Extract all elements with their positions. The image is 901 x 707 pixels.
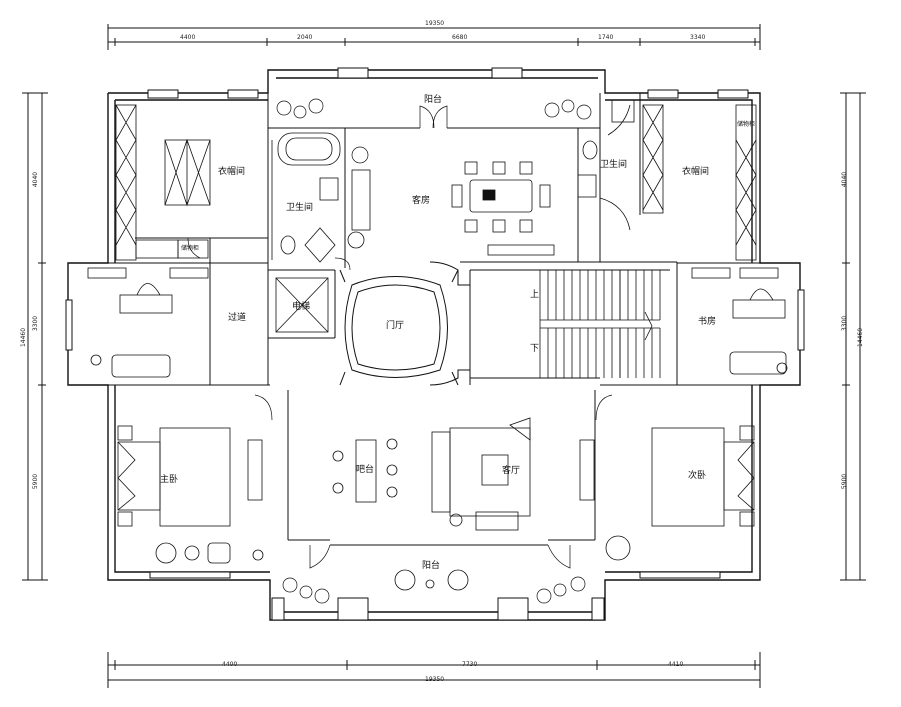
study-left-furniture [87,267,209,378]
outer-walls [67,69,801,621]
left-total-dimension: 14460 [20,327,28,348]
room-guest: 客房 [412,196,431,206]
room-master-bedroom: 主卧 [160,475,179,485]
top-dimension-4: 1740 [598,34,614,41]
stairs-down-label: 下 [530,344,540,354]
cabinet-label-left: 储物柜 [181,245,200,252]
left-dimension-lines [22,92,48,581]
right-dimension-1: 4040 [841,171,849,188]
staircase [539,270,661,378]
left-dimension-2: 3300 [32,315,40,332]
bottom-dimension-3: 4410 [668,661,684,668]
balcony-bottom-furniture [394,569,469,591]
wardrobe-right [642,104,757,261]
room-elevator: 电梯 [292,302,311,312]
bottom-total-dimension: 19350 [425,676,445,683]
top-dimension-lines [107,24,761,50]
cabinet-label-right: 储物柜 [737,121,756,128]
foyer-medallion [339,261,470,386]
bathroom-right-fixtures [577,99,635,231]
room-second-bedroom: 次卧 [688,471,707,481]
top-dimension-1: 4400 [180,34,196,41]
room-cloakroom-left: 衣帽间 [218,167,246,177]
room-cloakroom-right: 衣帽间 [682,167,710,177]
room-balcony-bottom: 阳台 [422,561,441,571]
bathroom-left-fixtures [271,132,341,263]
room-foyer: 门厅 [386,321,405,331]
room-bar: 吧台 [356,465,375,475]
bottom-dimension-lines [107,652,761,688]
stairs-up-label: 上 [530,290,540,300]
top-dimension-3: 6680 [452,34,468,41]
room-study-right: 书房 [698,317,717,327]
right-dimension-2: 3300 [841,315,849,332]
second-bedroom-furniture [579,425,755,561]
living-room-furniture [332,417,531,531]
door-swings [187,105,613,569]
potted-plants [276,98,592,604]
room-bathroom-right: 卫生间 [600,160,628,170]
top-dimension-5: 3340 [690,34,706,41]
room-balcony-top: 阳台 [424,95,443,105]
windows [65,67,805,621]
right-dimension-lines [840,92,866,581]
elevator-shaft [275,277,329,333]
right-total-dimension: 14460 [857,327,865,348]
left-dimension-3: 5900 [32,473,40,490]
guest-room-furniture [347,161,555,256]
right-dimension-3: 5900 [841,473,849,490]
interior-walls [108,93,760,546]
room-living: 客厅 [502,466,521,476]
room-corridor: 过道 [228,313,247,323]
top-dimension-2: 2040 [297,34,313,41]
left-dimension-1: 4040 [32,171,40,188]
bottom-dimension-2: 7730 [462,661,478,668]
wardrobe-left [115,104,211,261]
master-bedroom-furniture [117,425,264,564]
top-total-dimension: 19350 [425,20,445,27]
study-right-furniture [691,267,788,375]
room-bathroom-left: 卫生间 [286,203,314,213]
bottom-dimension-1: 4400 [222,661,238,668]
